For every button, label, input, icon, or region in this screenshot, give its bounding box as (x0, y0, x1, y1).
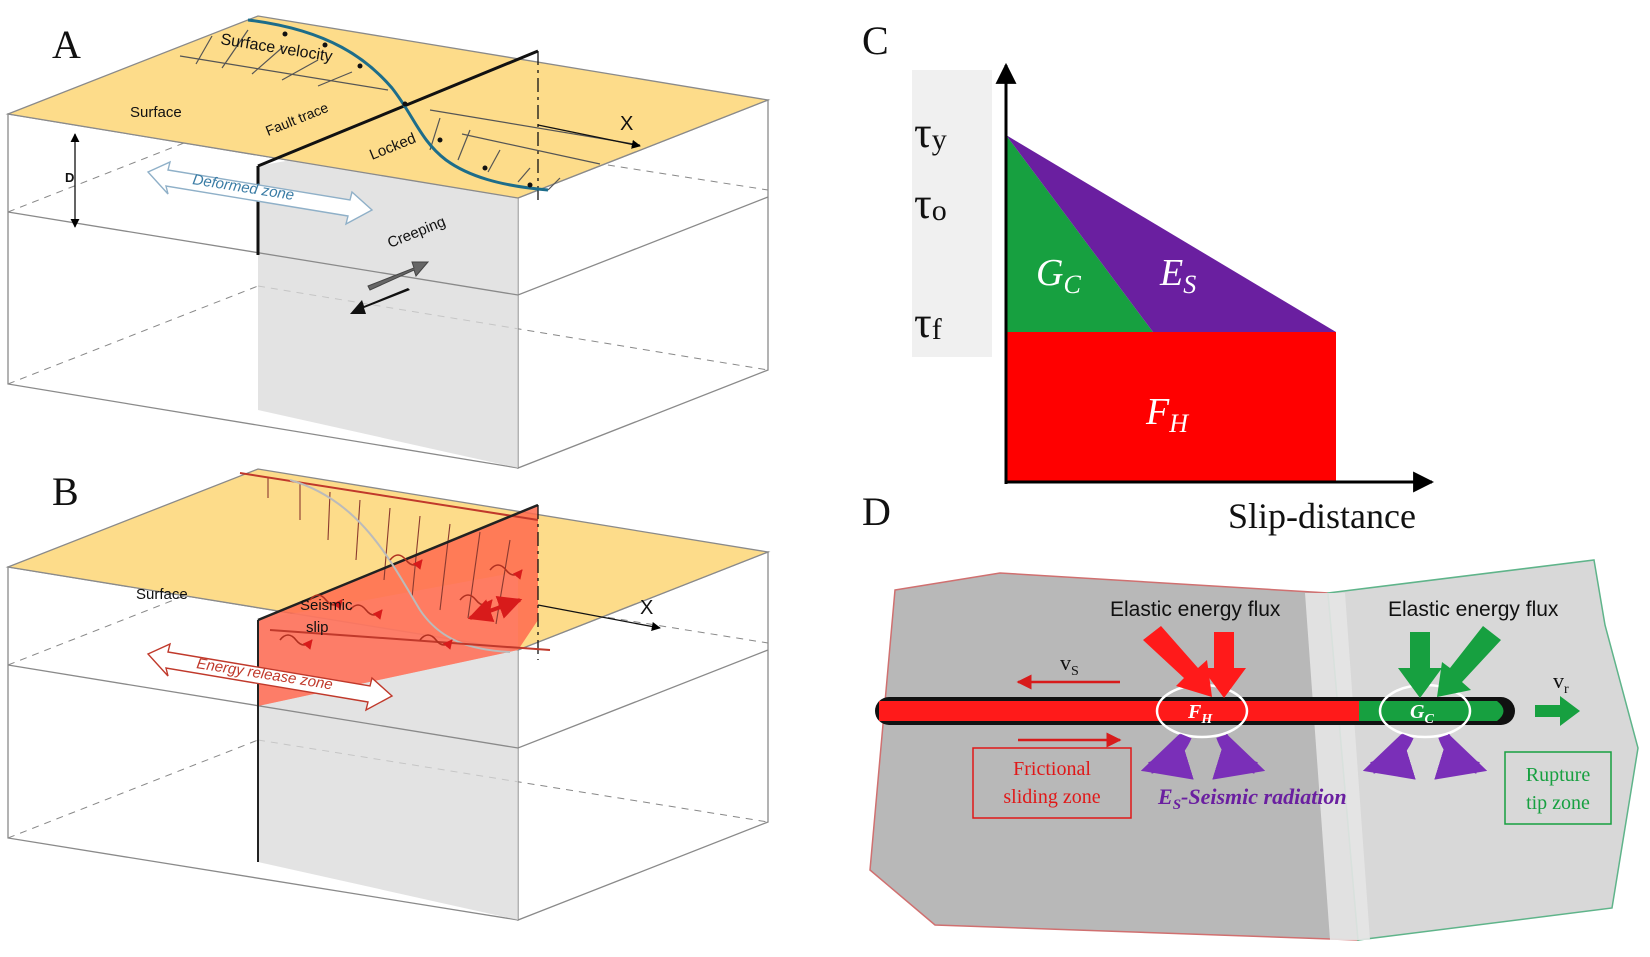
frictional-zone-line1: Frictional (1013, 758, 1091, 780)
depth-label: D (65, 170, 74, 185)
vr-label: vr (1553, 668, 1569, 697)
panel-b-letter: B (52, 469, 79, 514)
flux-arrow-red-1 (1143, 626, 1212, 697)
flux-label-right: Elastic energy flux (1388, 598, 1559, 621)
fh-label-d: FH (1187, 701, 1213, 727)
ghost-velocity-curve (289, 479, 511, 653)
x-axis-arrow-b (537, 604, 661, 631)
rupture-tip-line1: Rupture (1526, 764, 1591, 786)
hidden-edge (257, 739, 769, 823)
tau-f-label: τf (914, 298, 942, 347)
x-axis-label-a: X (620, 113, 633, 135)
region-fh (1006, 332, 1336, 482)
hidden-edge (7, 739, 259, 839)
panel-a-letter: A (52, 22, 81, 67)
velocity-hatches (179, 29, 641, 191)
panel-a: A (5, 15, 771, 469)
x-axis-label-b: X (640, 597, 653, 619)
fh-label-c: FH (1145, 391, 1189, 438)
slip-double-arrow (467, 596, 523, 622)
flux-arrow-green-1 (1398, 632, 1442, 698)
panel-b: B (5, 468, 771, 921)
frictional-bar (879, 701, 1359, 721)
slip-distance-label: Slip-distance (1228, 496, 1416, 536)
velocity-points (282, 31, 533, 188)
frictional-zone-box (972, 747, 1132, 819)
slip-profile-line (269, 629, 551, 651)
panel-c-letter: C (862, 18, 889, 63)
hidden-edge (7, 285, 259, 385)
x-axis-arrow-a (537, 124, 641, 149)
hidden-edge (257, 285, 769, 371)
creep-arrow-lower (350, 288, 410, 314)
region-es (1006, 135, 1336, 332)
tau-label-box (912, 70, 992, 357)
flux-arrow-red-2 (1202, 632, 1246, 698)
tip-bar (1359, 701, 1504, 721)
rupture-tip-line2: tip zone (1526, 792, 1590, 814)
surface-label-a: Surface (130, 104, 182, 121)
surface-velocity-curve (247, 18, 549, 192)
deformed-zone-arrow (146, 160, 374, 226)
panel-c: C τy τo τf GC ES FH Slip-distance (862, 18, 1435, 536)
zone-left-bg (869, 572, 1359, 941)
surface-label-b: Surface (136, 586, 188, 603)
fault-trace-line (257, 49, 539, 168)
profile-line-b (239, 472, 539, 521)
rupture-tip-box (1504, 751, 1612, 825)
seismic-radiation-label: ES-Seismic radiation (1157, 784, 1347, 813)
depth-plane-line-b (7, 649, 769, 749)
gc-label-d: GC (1410, 701, 1434, 727)
zone-transition (1305, 593, 1370, 940)
frictional-zone-line2: sliding zone (1003, 786, 1100, 808)
slip-label: slip (306, 619, 329, 636)
panel-d: D FH GC vS vr Elastic energy flu (862, 489, 1639, 941)
tau-o-label: τo (914, 179, 947, 228)
creep-arrow-upper (367, 261, 430, 291)
profile-line-b2 (257, 503, 539, 622)
tau-y-label: τy (914, 108, 947, 157)
gc-label-c: GC (1036, 252, 1081, 299)
vs-label: vS (1060, 650, 1079, 679)
depth-plane-line (7, 196, 769, 296)
energy-release-zone-arrow (146, 642, 394, 712)
flux-arrow-green-2 (1437, 626, 1501, 697)
panel-d-letter: D (862, 489, 891, 534)
flux-label-left: Elastic energy flux (1110, 598, 1281, 621)
vr-arrow (1535, 696, 1580, 726)
seismic-radiation-arrows (1140, 733, 1488, 780)
seismic-label: Seismic (300, 597, 353, 614)
es-label-c: ES (1159, 252, 1196, 299)
